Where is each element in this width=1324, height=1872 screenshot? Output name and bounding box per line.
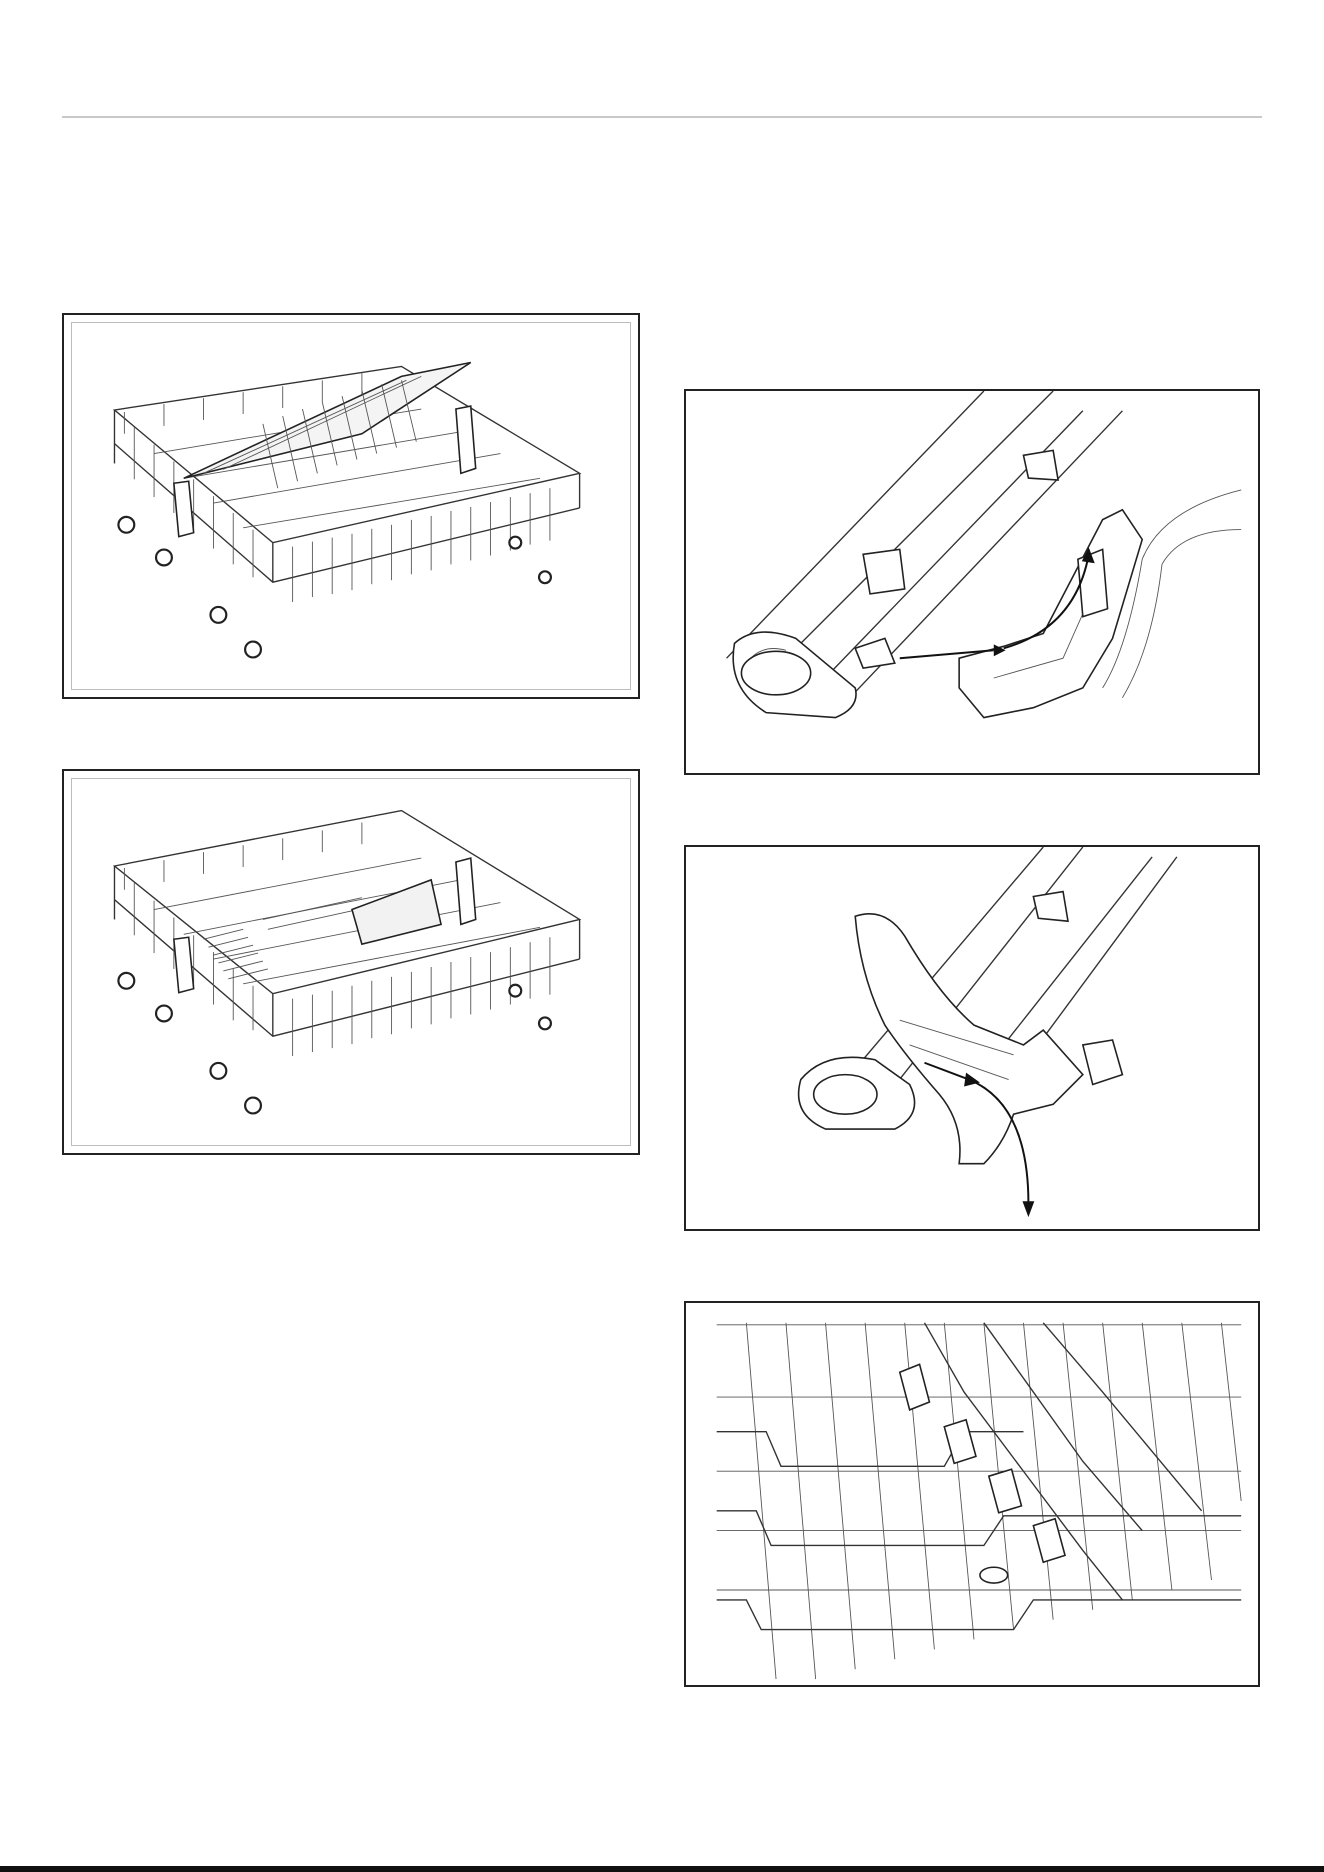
page-bottom-bar [0,1866,1324,1872]
basket-folded-drawing [64,315,638,697]
figure-basket-folded-rack [62,313,640,699]
clip-attach-drawing [686,391,1258,773]
figure-basket-flat-rack [62,769,640,1155]
clips-installed-drawing [686,1303,1258,1685]
figure-clip-release [684,845,1260,1231]
basket-flat-drawing [64,771,638,1153]
clip-release-drawing [686,847,1258,1229]
figure-clip-attach [684,389,1260,775]
header-divider [62,116,1262,118]
figure-clips-installed [684,1301,1260,1687]
